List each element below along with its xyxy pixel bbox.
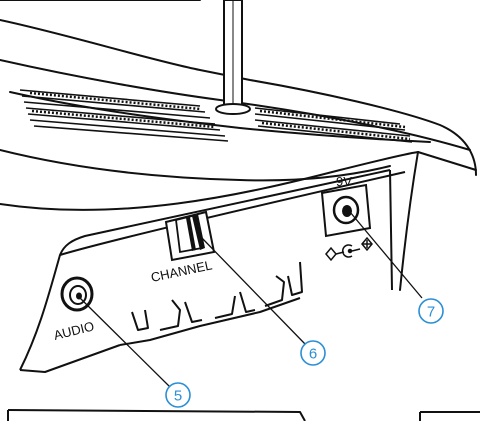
dc-power-jack <box>320 183 372 238</box>
callout-5: 5 <box>165 382 191 408</box>
vent-grille <box>19 89 413 143</box>
housing-top <box>0 0 477 291</box>
voltage-label: 9V <box>336 174 352 189</box>
audio-label: AUDIO <box>52 318 96 343</box>
channel-switch <box>164 210 216 262</box>
callout-7: 7 <box>418 298 444 324</box>
vent-slots <box>29 91 411 141</box>
callout-6-number: 6 <box>309 346 317 363</box>
rear-panel <box>7 169 480 421</box>
channel-label: CHANNEL <box>150 257 214 285</box>
support-post <box>215 0 251 115</box>
callout-5-number: 5 <box>174 388 182 405</box>
polarity-symbol-icon <box>325 236 373 262</box>
cable-clips <box>119 261 303 346</box>
callout-6: 6 <box>300 340 326 366</box>
callout-7-number: 7 <box>427 304 435 321</box>
callout-leaders <box>79 211 423 388</box>
